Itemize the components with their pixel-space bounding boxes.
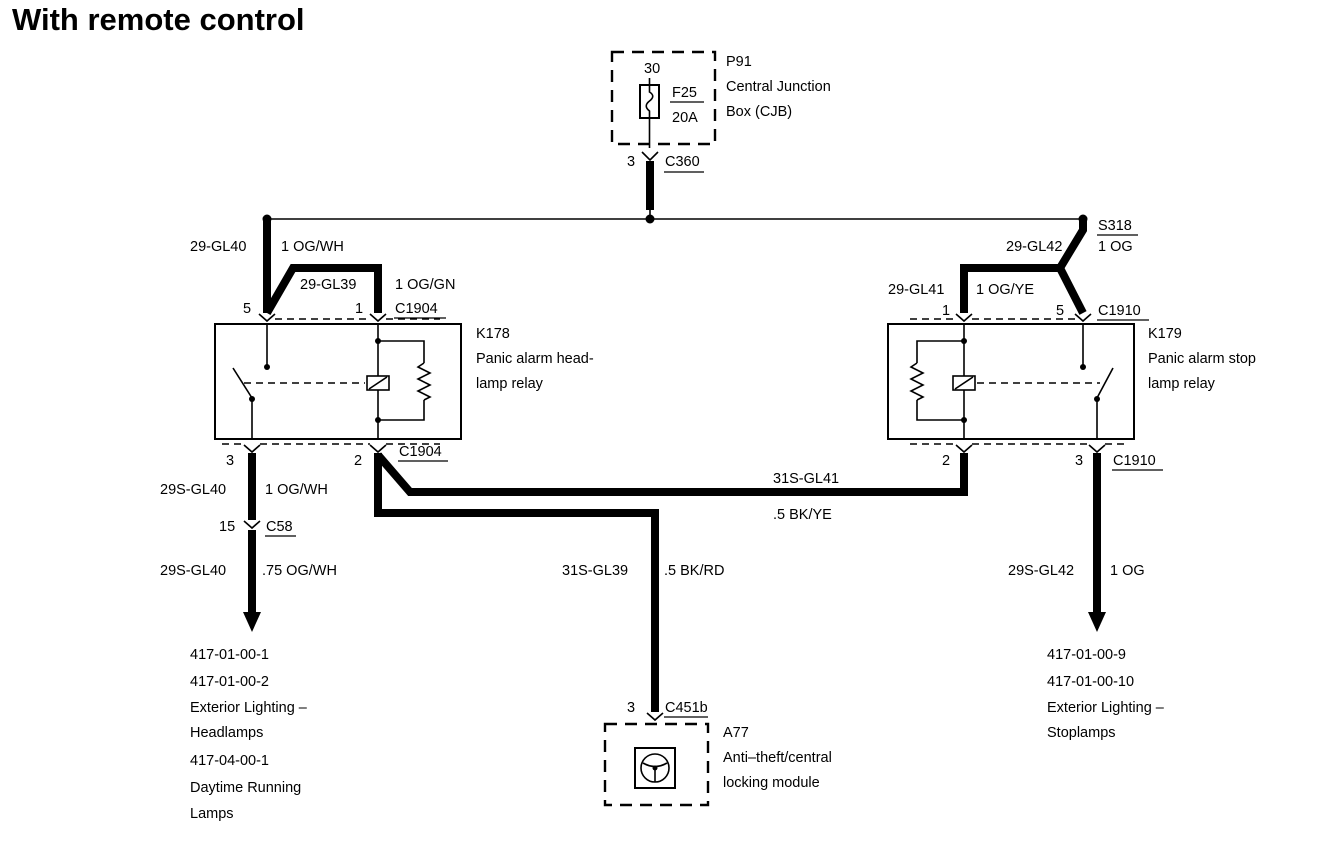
svg-text:5: 5 bbox=[243, 301, 251, 317]
svg-text:Panic alarm head-: Panic alarm head- bbox=[476, 351, 594, 367]
svg-text:.5 BK/YE: .5 BK/YE bbox=[773, 507, 832, 523]
anti-theft-module: 3 C451b A77 Anti–theft/central locking m… bbox=[603, 700, 832, 807]
svg-text:1: 1 bbox=[942, 303, 950, 319]
svg-text:C1904: C1904 bbox=[399, 444, 442, 460]
splice-id: S318 bbox=[1098, 218, 1132, 234]
relay-k179: 29-GL42 1 OG 29-GL41 1 OG/YE 1 5 C1910 bbox=[887, 219, 1256, 471]
svg-text:3: 3 bbox=[627, 700, 635, 716]
svg-text:Anti–theft/central: Anti–theft/central bbox=[723, 750, 832, 766]
svg-text:31S-GL39: 31S-GL39 bbox=[562, 563, 628, 579]
svg-text:K179: K179 bbox=[1148, 326, 1182, 342]
svg-text:2: 2 bbox=[354, 453, 362, 469]
splice-dot-center bbox=[645, 214, 655, 224]
svg-text:Headlamps: Headlamps bbox=[190, 725, 263, 741]
svg-text:lamp relay: lamp relay bbox=[1148, 376, 1216, 392]
svg-text:1 OG/YE: 1 OG/YE bbox=[976, 282, 1034, 298]
resistor-right bbox=[909, 362, 925, 401]
cjb-out-pin: 3 bbox=[627, 154, 635, 170]
svg-text:.75 OG/WH: .75 OG/WH bbox=[262, 563, 337, 579]
svg-text:5: 5 bbox=[1056, 303, 1064, 319]
right-output-wire: 29S-GL42 1 OG 417-01-00-9 417-01-00-10 E… bbox=[1008, 453, 1165, 741]
svg-text:417-04-00-1: 417-04-00-1 bbox=[190, 753, 269, 769]
relay-k179-box bbox=[887, 323, 1135, 440]
relay-k178-box bbox=[214, 323, 462, 440]
cjb-name-2: Box (CJB) bbox=[726, 104, 792, 120]
svg-text:29-GL42: 29-GL42 bbox=[1006, 239, 1062, 255]
svg-text:1 OG: 1 OG bbox=[1110, 563, 1145, 579]
svg-text:Lamps: Lamps bbox=[190, 806, 234, 822]
svg-text:lamp relay: lamp relay bbox=[476, 376, 544, 392]
svg-text:29-GL39: 29-GL39 bbox=[300, 277, 356, 293]
cross-wire-31s-gl41: 31S-GL41 .5 BK/YE bbox=[374, 452, 968, 523]
cjb-name-1: Central Junction bbox=[726, 79, 831, 95]
cjb-out-connector: C360 bbox=[665, 154, 700, 170]
left-output-arrow bbox=[243, 612, 261, 632]
svg-text:29-GL40: 29-GL40 bbox=[190, 239, 246, 255]
svg-text:C58: C58 bbox=[266, 519, 293, 535]
relay-k178: 29-GL40 1 OG/WH 29-GL39 1 OG/GN 5 1 C190… bbox=[190, 219, 594, 469]
svg-text:417-01-00-10: 417-01-00-10 bbox=[1047, 674, 1134, 690]
svg-text:Exterior Lighting –: Exterior Lighting – bbox=[1047, 700, 1165, 716]
fuse-rating: 20A bbox=[672, 110, 698, 126]
left-output-wire: 29S-GL40 1 OG/WH 15 C58 29S-GL40 .75 OG/… bbox=[160, 453, 337, 822]
svg-text:3: 3 bbox=[1075, 453, 1083, 469]
cjb-pin: 30 bbox=[644, 61, 660, 77]
svg-text:29S-GL42: 29S-GL42 bbox=[1008, 563, 1074, 579]
svg-text:2: 2 bbox=[942, 453, 950, 469]
svg-text:Panic alarm stop: Panic alarm stop bbox=[1148, 351, 1256, 367]
central-junction-box: 30 F25 20A P91 Central Junction Box (CJB… bbox=[610, 50, 831, 173]
svg-text:29S-GL40: 29S-GL40 bbox=[160, 563, 226, 579]
svg-text:15: 15 bbox=[219, 519, 235, 535]
svg-text:locking module: locking module bbox=[723, 775, 820, 791]
svg-text:417-01-00-1: 417-01-00-1 bbox=[190, 647, 269, 663]
svg-text:C1910: C1910 bbox=[1098, 303, 1141, 319]
right-output-arrow bbox=[1088, 612, 1106, 632]
svg-text:Stoplamps: Stoplamps bbox=[1047, 725, 1116, 741]
page-title: With remote control bbox=[12, 2, 305, 37]
svg-text:3: 3 bbox=[226, 453, 234, 469]
fuse-id: F25 bbox=[672, 85, 697, 101]
wire-29-gl39 bbox=[263, 264, 382, 316]
module-wire-31s-gl39: 31S-GL39 .5 BK/RD bbox=[374, 455, 724, 712]
cjb-id: P91 bbox=[726, 54, 752, 70]
svg-text:1 OG/WH: 1 OG/WH bbox=[281, 239, 344, 255]
svg-text:C451b: C451b bbox=[665, 700, 708, 716]
svg-text:.5 BK/RD: .5 BK/RD bbox=[664, 563, 724, 579]
wire-29-gl42 bbox=[1056, 219, 1087, 271]
svg-text:K178: K178 bbox=[476, 326, 510, 342]
svg-text:29S-GL40: 29S-GL40 bbox=[160, 482, 226, 498]
svg-text:Exterior Lighting –: Exterior Lighting – bbox=[190, 700, 308, 716]
svg-text:1 OG/WH: 1 OG/WH bbox=[265, 482, 328, 498]
svg-text:C1904: C1904 bbox=[395, 301, 438, 317]
resistor bbox=[416, 362, 432, 401]
svg-text:C1910: C1910 bbox=[1113, 453, 1156, 469]
svg-text:29-GL41: 29-GL41 bbox=[888, 282, 944, 298]
module-symbol bbox=[634, 747, 676, 789]
svg-text:A77: A77 bbox=[723, 725, 749, 741]
svg-text:1 OG: 1 OG bbox=[1098, 239, 1133, 255]
svg-text:Daytime Running: Daytime Running bbox=[190, 780, 301, 796]
svg-text:1: 1 bbox=[355, 301, 363, 317]
svg-text:1 OG/GN: 1 OG/GN bbox=[395, 277, 455, 293]
svg-text:31S-GL41: 31S-GL41 bbox=[773, 471, 839, 487]
svg-text:417-01-00-9: 417-01-00-9 bbox=[1047, 647, 1126, 663]
svg-text:417-01-00-2: 417-01-00-2 bbox=[190, 674, 269, 690]
